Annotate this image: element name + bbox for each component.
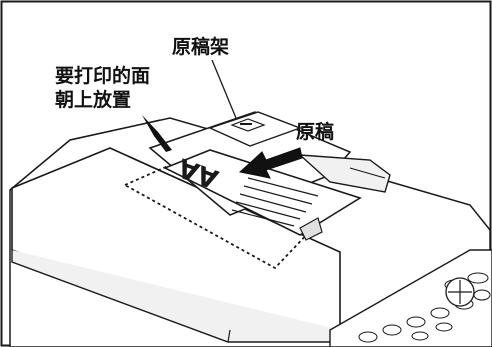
face-up-label-line2: 朝上放置 [55,88,131,111]
cover-corner [227,329,231,343]
machine-rear-edge [69,119,161,141]
sheet-text-lines [231,177,319,227]
holder-leader-line [211,59,237,119]
panel-buttons [358,272,491,343]
face-up-pointer [142,115,172,152]
face-up-label-line1: 要打印的面 [55,64,150,87]
control-panel [329,249,492,347]
platen-outline [122,165,332,270]
original-sheet [163,149,362,236]
original-holder-label: 原稿架 [172,35,229,58]
extension-tray [298,154,391,193]
insert-arrow [238,147,303,179]
sheet-guide [299,217,323,241]
tray-ridge [349,167,386,179]
original-label: 原稿 [296,120,334,143]
dial-cross [448,280,472,304]
